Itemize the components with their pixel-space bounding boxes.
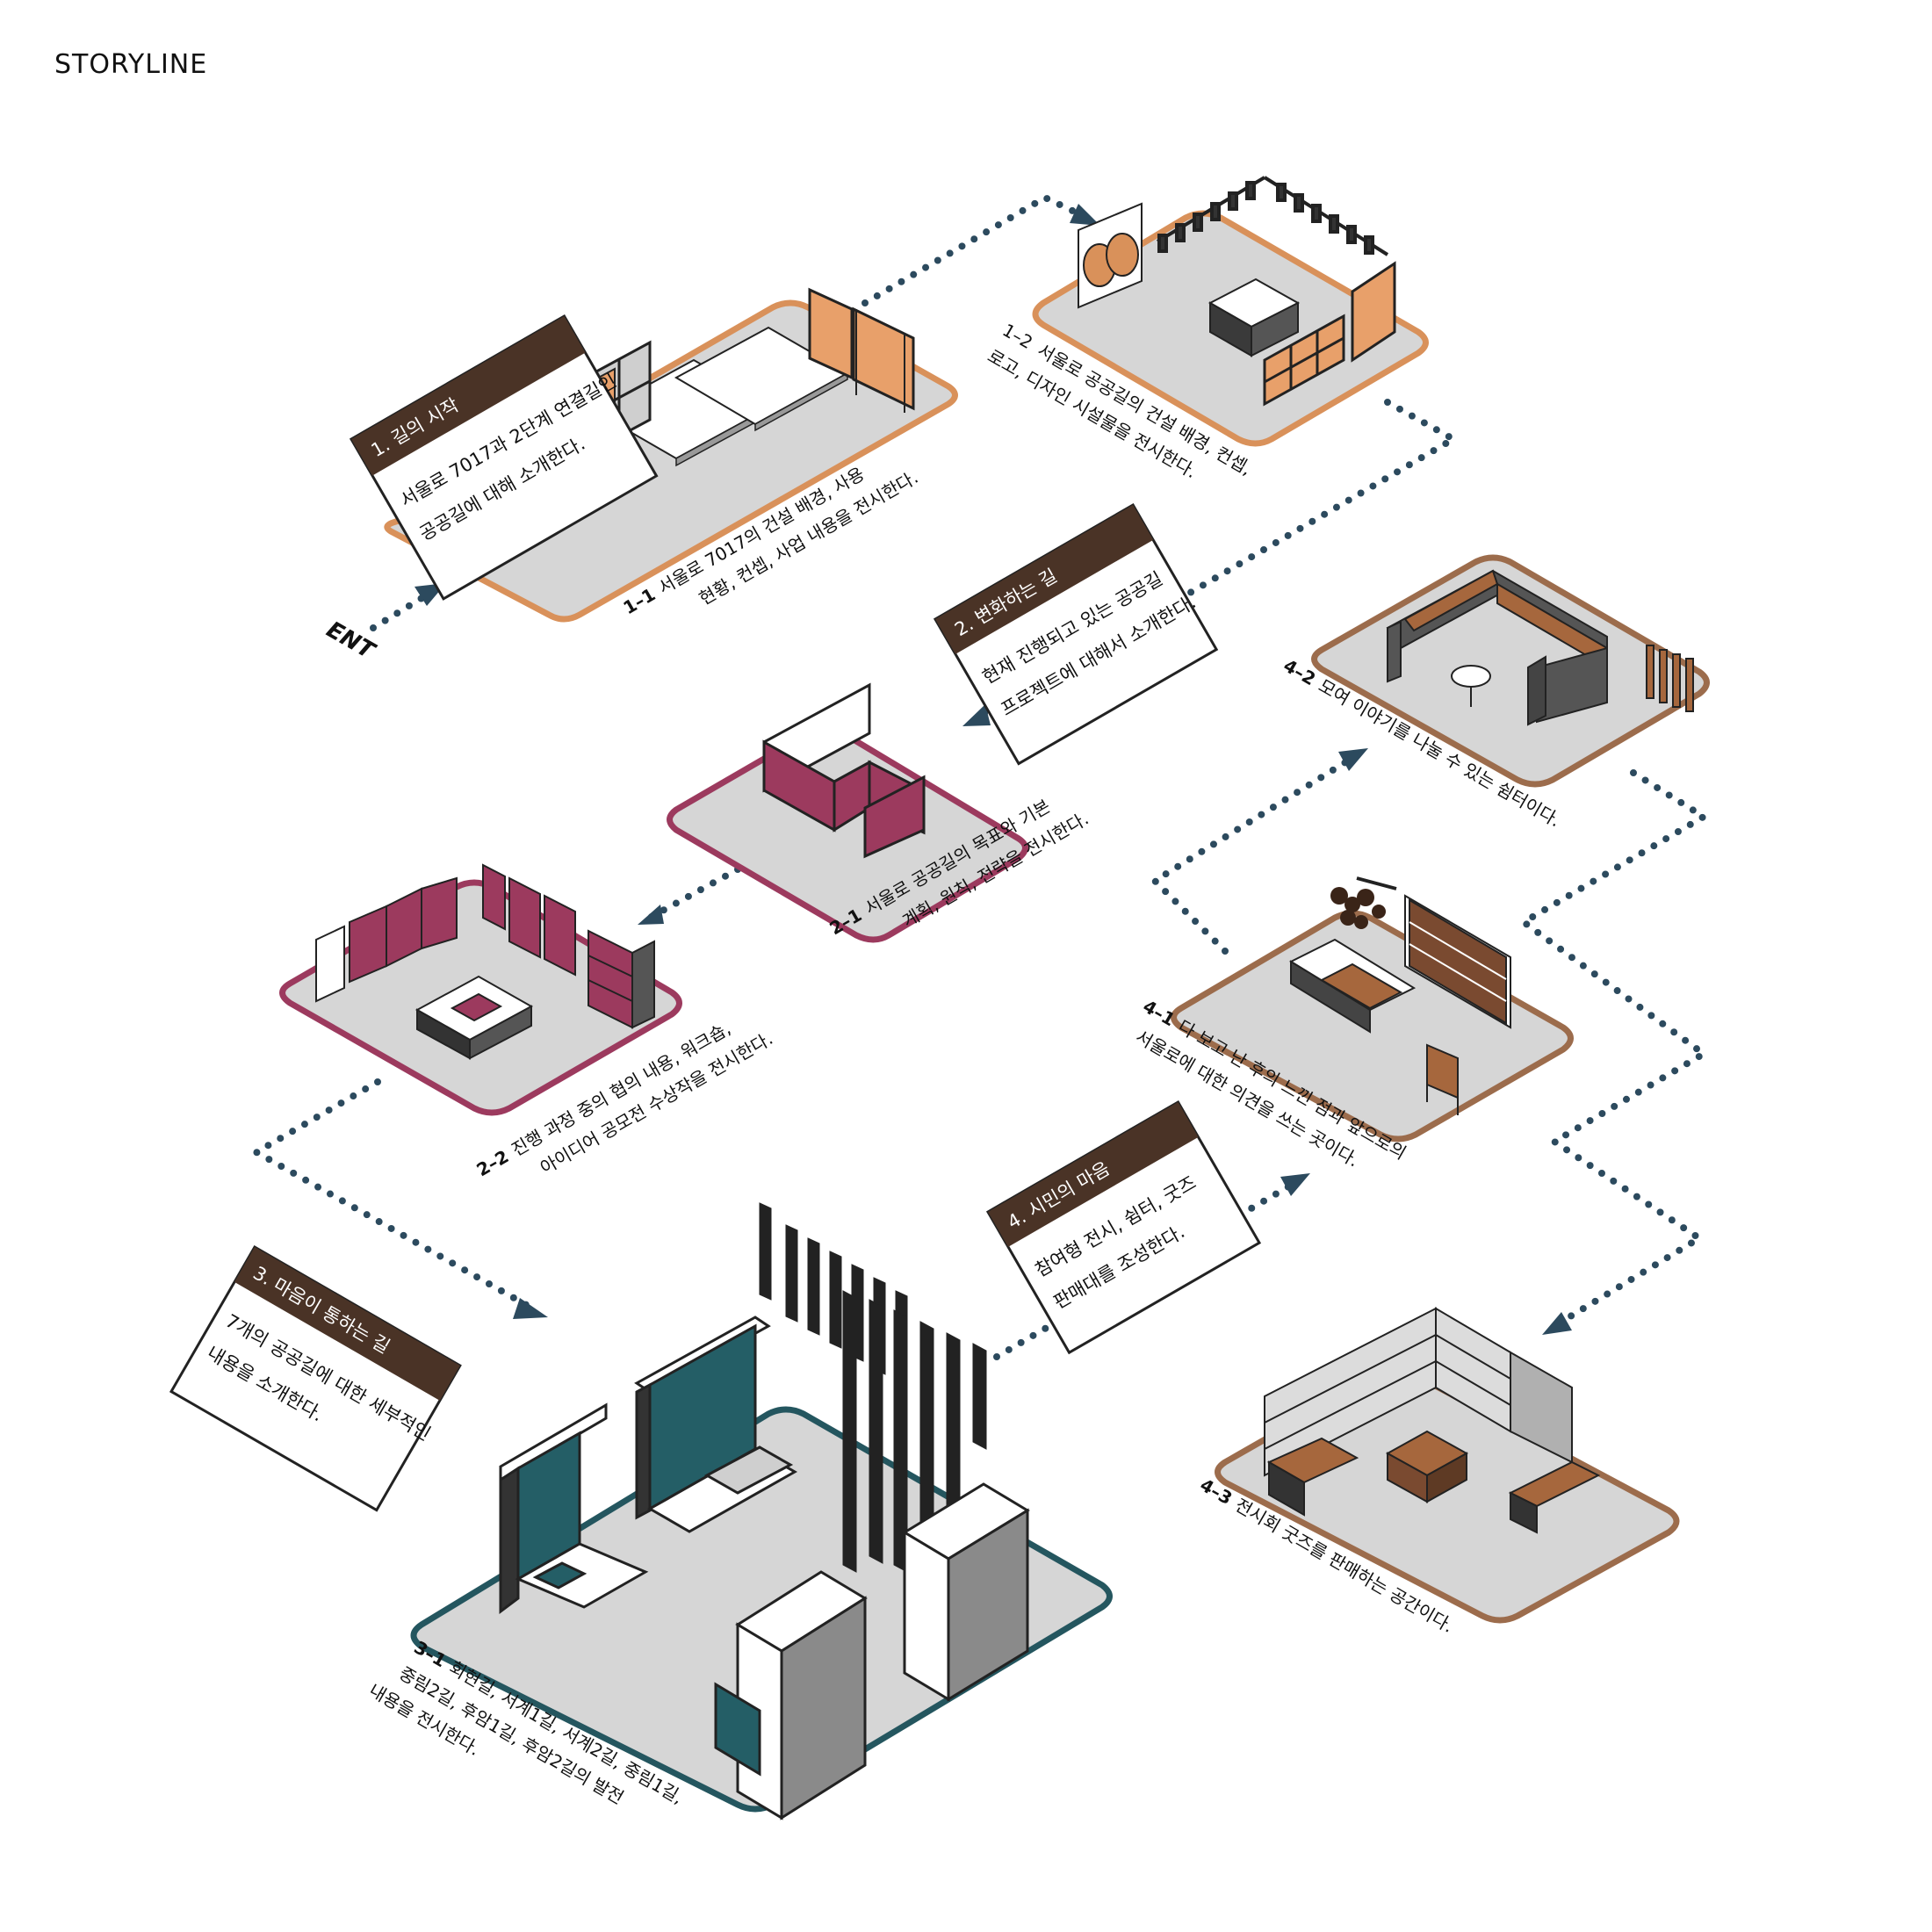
zone-2-1 [667,682,1028,943]
section-box-2: 2. 변화하는 길 현재 진행되고 있는 공공길 프로젝트에 대해서 소개한다. [933,502,1219,766]
round-table [1451,665,1491,707]
sales-counters [1266,1430,1601,1534]
pavilion-left [499,1402,649,1614]
arrow-into-1-2 [1070,204,1100,226]
path-2-1-to-2-2 [646,866,741,921]
zone-1-2 [1032,176,1429,447]
pavilion-middle [634,1316,798,1533]
wall-panels [315,863,576,1003]
goods-shelves [1264,1307,1573,1477]
hanging-ornament [1330,876,1397,929]
arrow-into-4-1 [1280,1173,1310,1196]
caption-2-2-num: 2–2 [473,1146,513,1181]
note-wall [1404,894,1511,1029]
path-1-1-to-1-2 [861,193,1091,306]
path-3-1-to-4-1 [993,1178,1301,1360]
circulation-path [249,193,1711,1360]
zone-3-1 [410,1202,1113,1820]
zone-2-2 [279,863,682,1116]
arrow-into-4-3 [1542,1312,1572,1335]
zone-4-1 [1171,876,1574,1143]
path-1-2-to-2-1 [971,399,1461,722]
page-title: STORYLINE [54,49,208,80]
partition-walls [762,682,926,859]
path-arrowheads [415,204,1572,1335]
section-box-4: 4. 시민의 마음 참여형 전시, 쉼터, 굿즈 판매대를 조성한다. [985,1099,1262,1355]
zone-4-2 [1311,554,1710,788]
path-2-2-to-3-1 [249,1078,539,1314]
arrow-into-2-2 [638,905,664,925]
entrance-label: ENT [322,616,381,666]
caption-1-2-num: 1–2 [999,320,1037,354]
bike-rack [1646,645,1694,712]
arrow-into-3-1 [513,1298,548,1319]
section-box-1: 1. 길의 시작 서울로 7017과 2단계 연결길인 공공길에 대해 소개한다… [349,314,659,601]
house-back [902,1482,1030,1702]
arrow-into-4-2 [1338,748,1368,771]
path-4-2-to-4-3 [1517,769,1711,1330]
book-shelf [588,929,655,1029]
section-box-3: 3. 마음이 통하는 길 7개의 공공길에 대한 세부적인 내용을 소개한다. [169,1244,462,1512]
chair [1426,1043,1459,1115]
house-front [714,1570,868,1820]
zone-4-3 [1215,1307,1680,1624]
path-4-1-to-4-2 [1149,752,1360,955]
arrow-into-2-1 [962,704,991,726]
caption-4-1-num: 4–1 [1140,996,1179,1031]
center-table [415,975,534,1060]
orange-cabinet [1263,261,1396,407]
orange-panels [808,287,915,413]
lounge-sofa [1386,569,1608,726]
hanging-rail [1156,176,1389,256]
idea-table [1288,938,1417,1034]
path-entrance [370,587,438,631]
display-table [1208,278,1301,357]
